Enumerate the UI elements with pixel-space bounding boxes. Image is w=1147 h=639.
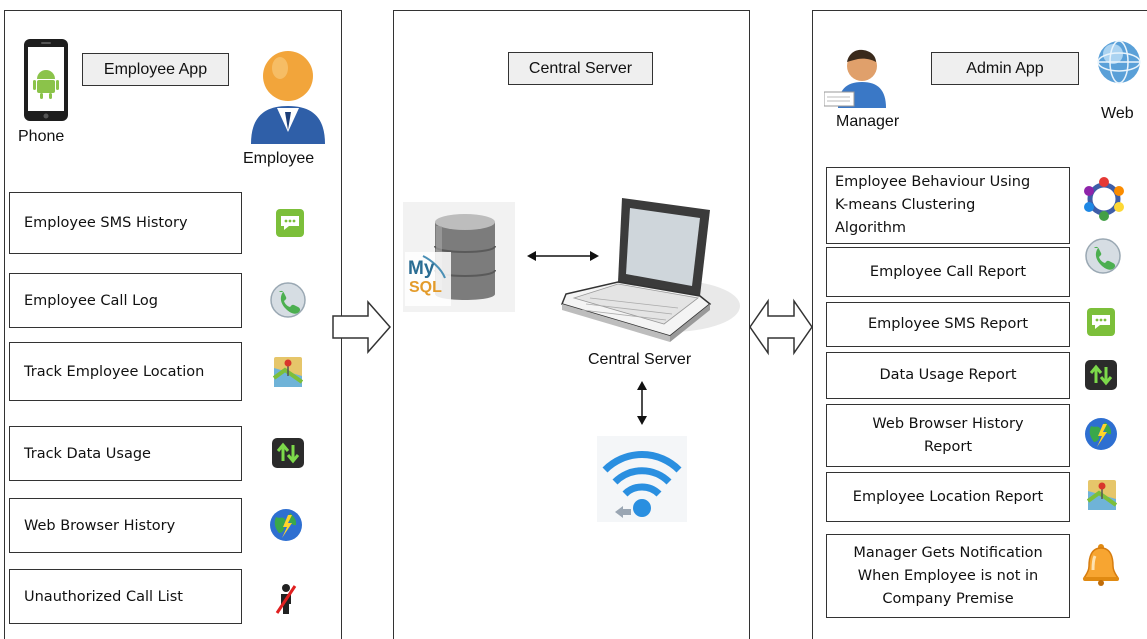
- double-arrow-vertical-icon: [635, 381, 649, 425]
- employee-location-report-box: Employee Location Report: [826, 472, 1070, 522]
- right-arrow-icon: [332, 300, 392, 354]
- employee-behaviour-report-box: Employee Behaviour Using K-means Cluster…: [826, 167, 1070, 244]
- employee-sms-history-box: Employee SMS History: [9, 192, 242, 254]
- employee-label: Employee: [243, 150, 315, 167]
- mysql-label-my: My: [408, 258, 435, 279]
- android-phone-icon: [22, 37, 70, 123]
- unauthorized-call-list-box: Unauthorized Call List: [9, 569, 242, 624]
- double-arrow-horizontal-icon: [527, 249, 599, 263]
- map-pin-icon: [1087, 479, 1117, 511]
- employee-call-report-box: Employee Call Report: [826, 247, 1070, 297]
- report-line: Employee Location Report: [852, 488, 1044, 505]
- web-globe-icon: [1095, 38, 1143, 90]
- sms-icon: [275, 208, 305, 238]
- report-line: Data Usage Report: [879, 367, 1017, 383]
- employee-app-title: Employee App: [82, 53, 229, 86]
- report-line: Company Premise: [882, 590, 1014, 607]
- phone-call-icon: [1083, 236, 1123, 276]
- phone-call-icon: [268, 280, 308, 320]
- data-usage-report-box: Data Usage Report: [826, 352, 1070, 399]
- web-browser-history-report-box: Web Browser History Report: [826, 404, 1070, 467]
- track-data-usage-box: Track Data Usage: [9, 426, 242, 481]
- bell-icon: [1081, 542, 1121, 586]
- report-line: Web Browser History: [872, 415, 1024, 432]
- manager-notification-box: Manager Gets Notification When Employee …: [826, 534, 1070, 618]
- web-browser-history-box: Web Browser History: [9, 498, 242, 553]
- report-line: Algorithm: [835, 220, 907, 236]
- employee-call-log-box: Employee Call Log: [9, 273, 242, 328]
- report-line: When Employee is not in: [857, 567, 1039, 584]
- data-arrows-icon: [271, 437, 305, 469]
- browser-globe-icon: [268, 507, 304, 543]
- report-line: Manager Gets Notification: [853, 544, 1043, 561]
- sms-icon: [1086, 307, 1116, 337]
- web-label: Web: [1101, 105, 1134, 122]
- wifi-icon: [597, 436, 687, 522]
- employee-avatar-icon: [247, 40, 329, 146]
- phone-label: Phone: [18, 128, 65, 145]
- browser-globe-icon: [1083, 416, 1119, 452]
- manager-avatar-icon: [824, 40, 890, 110]
- report-line: K-means Clustering: [835, 197, 976, 213]
- central-server-title: Central Server: [508, 52, 653, 85]
- map-pin-icon: [273, 356, 303, 388]
- report-line: Employee SMS Report: [867, 316, 1029, 332]
- admin-app-title: Admin App: [931, 52, 1079, 85]
- clustering-icon: [1081, 176, 1127, 222]
- central-server-label: Central Server: [588, 351, 692, 368]
- mysql-label-sql: SQL: [409, 279, 442, 296]
- report-line: Employee Behaviour Using: [835, 174, 1031, 190]
- manager-label: Manager: [836, 113, 900, 130]
- bidirectional-arrow-icon: [748, 298, 814, 356]
- laptop-icon: [560, 186, 740, 346]
- report-line: Employee Call Report: [869, 263, 1027, 280]
- employee-sms-report-box: Employee SMS Report: [826, 302, 1070, 347]
- data-arrows-icon: [1084, 359, 1118, 391]
- report-line: Report: [923, 438, 973, 455]
- blocked-person-icon: [273, 583, 299, 615]
- track-employee-location-box: Track Employee Location: [9, 342, 242, 401]
- mysql-database-icon: [403, 202, 515, 312]
